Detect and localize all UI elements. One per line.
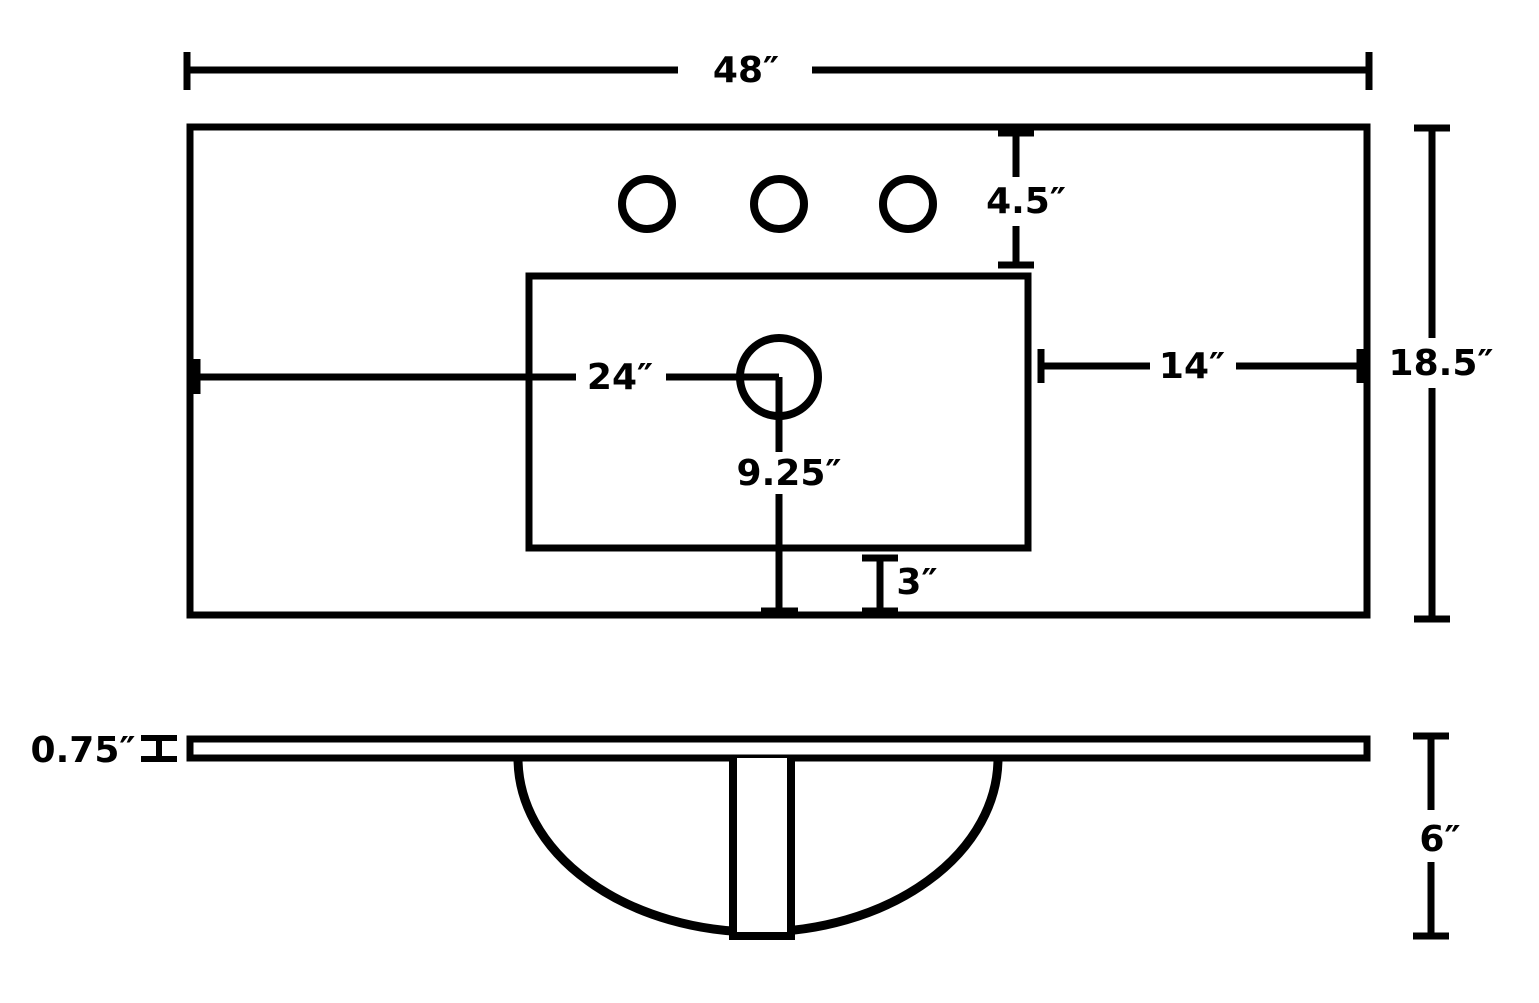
front-view: 0.75″ 6″	[31, 730, 1461, 940]
dim-faucet-setback: 4.5″	[986, 129, 1066, 269]
dim-label-faucet-setback: 4.5″	[986, 181, 1066, 222]
faucet-hole-center	[750, 175, 808, 233]
faucet-hole-left	[618, 175, 676, 233]
dim-bowl-depth: 6″	[1413, 732, 1461, 940]
dim-cutout-to-right: 14″	[1037, 346, 1364, 387]
dim-label-countertop-thickness: 0.75″	[31, 730, 136, 771]
countertop-profile	[186, 735, 1371, 762]
vanity-top-outline	[186, 123, 1371, 619]
dim-overall-width: 48″	[183, 50, 1373, 91]
dim-label-overall-width: 48″	[713, 50, 779, 91]
dim-label-drain-to-front: 9.25″	[737, 453, 842, 494]
dim-cutout-to-front: 3″	[862, 554, 938, 615]
faucet-hole-right	[879, 175, 937, 233]
plan-view: 48″ 4.5″ 24″	[183, 50, 1494, 623]
drain-pipe	[729, 758, 795, 940]
dim-label-bowl-depth: 6″	[1419, 819, 1460, 860]
dim-drain-from-left: 24″	[193, 357, 779, 398]
dim-countertop-thickness: 0.75″	[31, 730, 177, 771]
dim-label-cutout-to-front: 3″	[896, 562, 937, 603]
dim-label-overall-depth: 18.5″	[1389, 343, 1494, 384]
dim-label-cutout-to-right: 14″	[1159, 346, 1225, 387]
dim-overall-depth: 18.5″	[1389, 124, 1494, 623]
dim-drain-to-front: 9.25″	[737, 377, 842, 615]
dim-label-drain-from-left: 24″	[587, 357, 653, 398]
